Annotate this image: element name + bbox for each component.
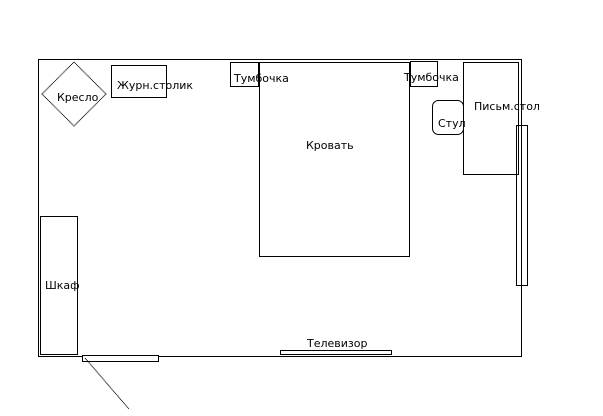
- bed-label: Кровать: [306, 139, 354, 152]
- nightstand-left-label: Тумбочка: [233, 72, 289, 85]
- nightstand-right-label: Тумбочка: [403, 71, 459, 84]
- desk-label: Письм.стол: [474, 100, 540, 113]
- door: [82, 355, 159, 410]
- door-swing-line: [84, 357, 130, 410]
- wardrobe: Шкаф: [40, 216, 80, 355]
- coffee-table-label: Журн.столик: [117, 79, 193, 92]
- nightstand-left: Тумбочка: [230, 62, 289, 87]
- bed: Кровать: [259, 62, 410, 257]
- armchair-label: Кресло: [57, 91, 99, 104]
- coffee-table: Журн.столик: [111, 65, 193, 98]
- tv-label: Телевизор: [306, 337, 367, 350]
- chair-label: Стул: [438, 117, 466, 130]
- nightstand-right: Тумбочка: [403, 61, 459, 87]
- armchair: Кресло: [41, 61, 107, 127]
- tv: Телевизор: [280, 337, 392, 355]
- window: [516, 125, 528, 286]
- desk: Письм.стол: [463, 62, 540, 175]
- chair: Стул: [432, 100, 466, 135]
- room-walls: [38, 59, 522, 357]
- wardrobe-label: Шкаф: [45, 279, 80, 292]
